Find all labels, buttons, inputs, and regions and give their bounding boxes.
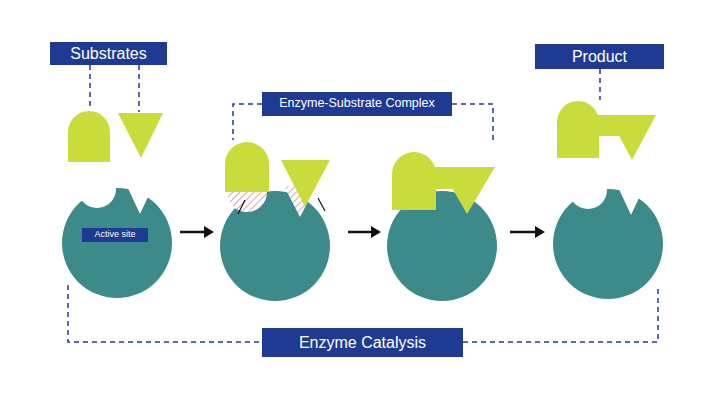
substrate-triangle xyxy=(281,160,330,207)
pointer-line xyxy=(318,198,325,211)
leader-line xyxy=(89,65,91,110)
active-site-notch xyxy=(126,184,154,214)
label-text: Enzyme-Substrate Complex xyxy=(279,97,435,111)
substrate-dome xyxy=(68,111,110,162)
substrate-triangle xyxy=(118,113,163,158)
arrow-head xyxy=(535,226,545,238)
active-site-notch xyxy=(617,185,645,215)
arrow-line xyxy=(348,231,372,234)
label-box: Product xyxy=(535,44,664,69)
pointer-line xyxy=(238,200,245,214)
enzyme xyxy=(62,188,172,298)
label-box: Enzyme-Substrate Complex xyxy=(262,92,452,116)
substrate-dome xyxy=(225,142,269,192)
arrow-head xyxy=(204,226,214,238)
bracket xyxy=(233,104,262,140)
arrow-line xyxy=(510,231,536,234)
enzyme xyxy=(553,189,663,299)
product-triangle xyxy=(440,167,495,214)
dashed-brackets xyxy=(68,65,658,342)
product-dome xyxy=(557,101,599,158)
leader-line xyxy=(599,69,601,100)
arrow-line xyxy=(180,231,205,234)
label-box: Substrates xyxy=(50,42,167,65)
label-text: Enzyme Catalysis xyxy=(299,334,426,352)
label-text: Active site xyxy=(94,230,135,240)
product-dome xyxy=(392,152,436,210)
arrow-head xyxy=(371,226,381,238)
active-site-notch xyxy=(569,171,607,209)
active-site-notch xyxy=(78,170,116,208)
label-box: Enzyme Catalysis xyxy=(262,328,463,357)
leader-line xyxy=(138,65,140,112)
bracket xyxy=(452,104,493,140)
product-triangle xyxy=(608,115,656,160)
label-text: Product xyxy=(572,48,627,66)
callout-box: Active site xyxy=(82,228,148,242)
label-text: Substrates xyxy=(70,45,146,63)
